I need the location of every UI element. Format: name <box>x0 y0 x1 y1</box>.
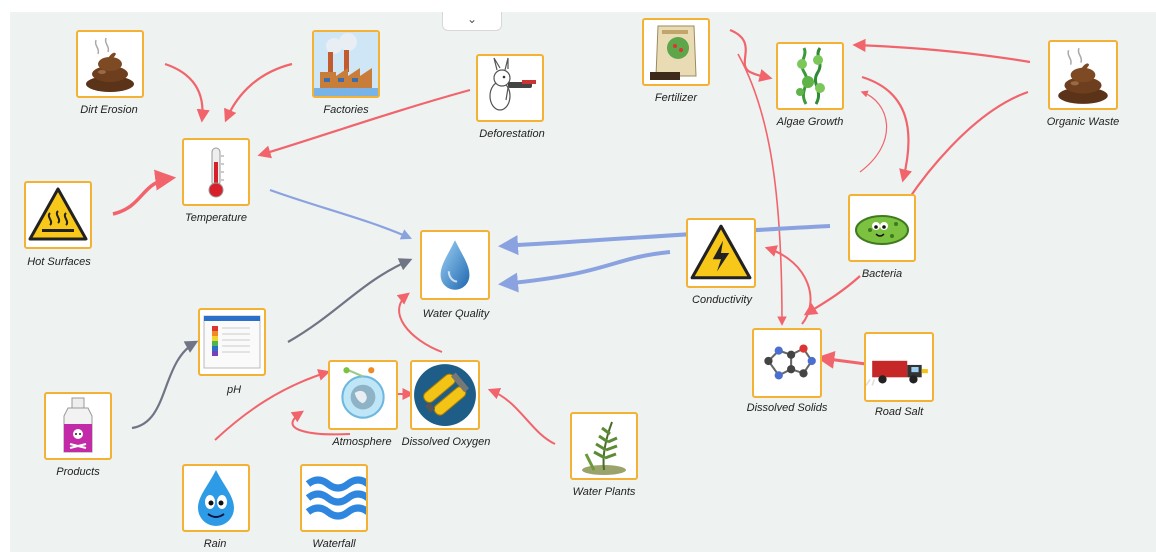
node-deforestation[interactable] <box>476 54 544 122</box>
node-temperature[interactable] <box>182 138 250 206</box>
link-rain-to-atmosphere[interactable] <box>214 369 331 441</box>
link-organic-waste-to-algae-growth[interactable] <box>852 38 1031 64</box>
link-dissolved-oxygen-to-atmosphere[interactable] <box>290 410 351 436</box>
link-ph-to-water-quality[interactable] <box>287 258 413 343</box>
link-water-plants-to-dissolved-oxygen[interactable] <box>487 388 556 445</box>
link-dissolved-oxygen-to-water-quality[interactable] <box>396 292 443 353</box>
node-label: Water Plants <box>572 486 636 498</box>
collapse-toggle[interactable]: ⌄ <box>442 12 502 31</box>
node-label: Road Salt <box>874 406 924 418</box>
beaver-chainsaw-icon <box>489 57 536 111</box>
node-label: Dissolved Oxygen <box>401 436 491 448</box>
node-hot-surfaces[interactable] <box>24 181 92 249</box>
fern-icon <box>582 421 626 475</box>
link-deforestation-to-temperature[interactable] <box>257 88 471 159</box>
node-label: Temperature <box>185 212 247 224</box>
link-hot-surfaces-to-temperature[interactable] <box>112 169 177 216</box>
high-voltage-icon <box>690 224 752 280</box>
node-label: Waterfall <box>312 538 356 550</box>
node-rain[interactable] <box>182 464 250 532</box>
poison-bottle-icon <box>63 397 93 453</box>
node-fertilizer[interactable] <box>642 18 710 86</box>
node-label: Water Quality <box>422 308 490 320</box>
link-dissolved-solids-to-conductivity[interactable] <box>764 245 812 325</box>
link-fertilizer-to-algae-growth[interactable] <box>729 28 773 82</box>
node-road-salt[interactable] <box>864 332 934 402</box>
node-label: Atmosphere <box>332 436 392 448</box>
node-label: Bacteria <box>861 268 903 280</box>
globe-icon <box>341 367 385 419</box>
node-label: Products <box>56 466 100 478</box>
molecule-icon <box>764 344 816 380</box>
link-dirt-erosion-to-temperature[interactable] <box>164 62 210 123</box>
node-ph[interactable] <box>198 308 266 376</box>
node-water-plants[interactable] <box>570 412 638 480</box>
factory-icon <box>314 32 378 96</box>
hot-surface-warning-icon <box>28 187 88 241</box>
link-temperature-to-water-quality[interactable] <box>269 188 413 240</box>
link-factories-to-temperature[interactable] <box>224 62 293 123</box>
bacteria-icon <box>855 215 909 245</box>
node-label: pH <box>226 384 242 396</box>
salt-truck-icon <box>866 360 928 386</box>
oxygen-tanks-icon <box>414 364 476 426</box>
chevron-down-icon: ⌄ <box>466 12 478 26</box>
node-water-quality[interactable] <box>420 230 490 300</box>
node-dirt-erosion[interactable] <box>76 30 144 98</box>
poop-icon <box>86 37 134 92</box>
link-bacteria-to-dissolved-solids[interactable] <box>803 275 861 316</box>
link-conductivity-to-water-quality[interactable] <box>498 250 671 293</box>
node-waterfall[interactable] <box>300 464 368 532</box>
link-organic-waste-to-dissolved-solids[interactable] <box>907 90 1029 201</box>
node-dissolved-oxygen[interactable] <box>410 360 480 430</box>
node-organic-waste[interactable] <box>1048 40 1118 110</box>
link-algae-growth-to-bacteria[interactable] <box>861 75 912 183</box>
node-label: Hot Surfaces <box>27 256 91 268</box>
node-label: Algae Growth <box>776 116 844 128</box>
link-road-salt-to-dissolved-solids[interactable] <box>816 350 867 369</box>
node-label: Factories <box>323 104 369 116</box>
waves-icon <box>305 476 366 520</box>
ph-chart-icon <box>203 315 261 369</box>
rain-drop-icon <box>198 470 234 526</box>
node-bacteria[interactable] <box>848 194 916 262</box>
node-factories[interactable] <box>312 30 380 98</box>
link-bacteria-to-algae-growth[interactable] <box>859 90 888 173</box>
node-algae-growth[interactable] <box>776 42 844 110</box>
link-bacteria-to-water-quality[interactable] <box>498 224 831 256</box>
node-label: Fertilizer <box>654 92 698 104</box>
node-label: Dirt Erosion <box>80 104 138 116</box>
node-conductivity[interactable] <box>686 218 756 288</box>
node-label: Dissolved Solids <box>746 402 828 414</box>
node-dissolved-solids[interactable] <box>752 328 822 398</box>
node-label: Organic Waste <box>1046 116 1120 128</box>
algae-icon <box>796 47 825 105</box>
node-label: Deforestation <box>479 128 545 140</box>
node-atmosphere[interactable] <box>328 360 398 430</box>
link-fertilizer-to-dissolved-solids[interactable] <box>737 53 787 326</box>
poop-icon <box>1058 47 1108 104</box>
diagram-canvas[interactable]: ⌄ Dirt Erosion Factories Deforestation T… <box>10 12 1156 552</box>
water-drop-icon <box>440 240 470 290</box>
fertilizer-bag-icon <box>650 25 697 80</box>
node-label: Rain <box>203 538 227 550</box>
thermometer-icon <box>208 147 224 198</box>
link-products-to-ph[interactable] <box>131 340 199 430</box>
node-label: Conductivity <box>692 294 752 306</box>
link-layer <box>112 28 1031 445</box>
node-products[interactable] <box>44 392 112 460</box>
